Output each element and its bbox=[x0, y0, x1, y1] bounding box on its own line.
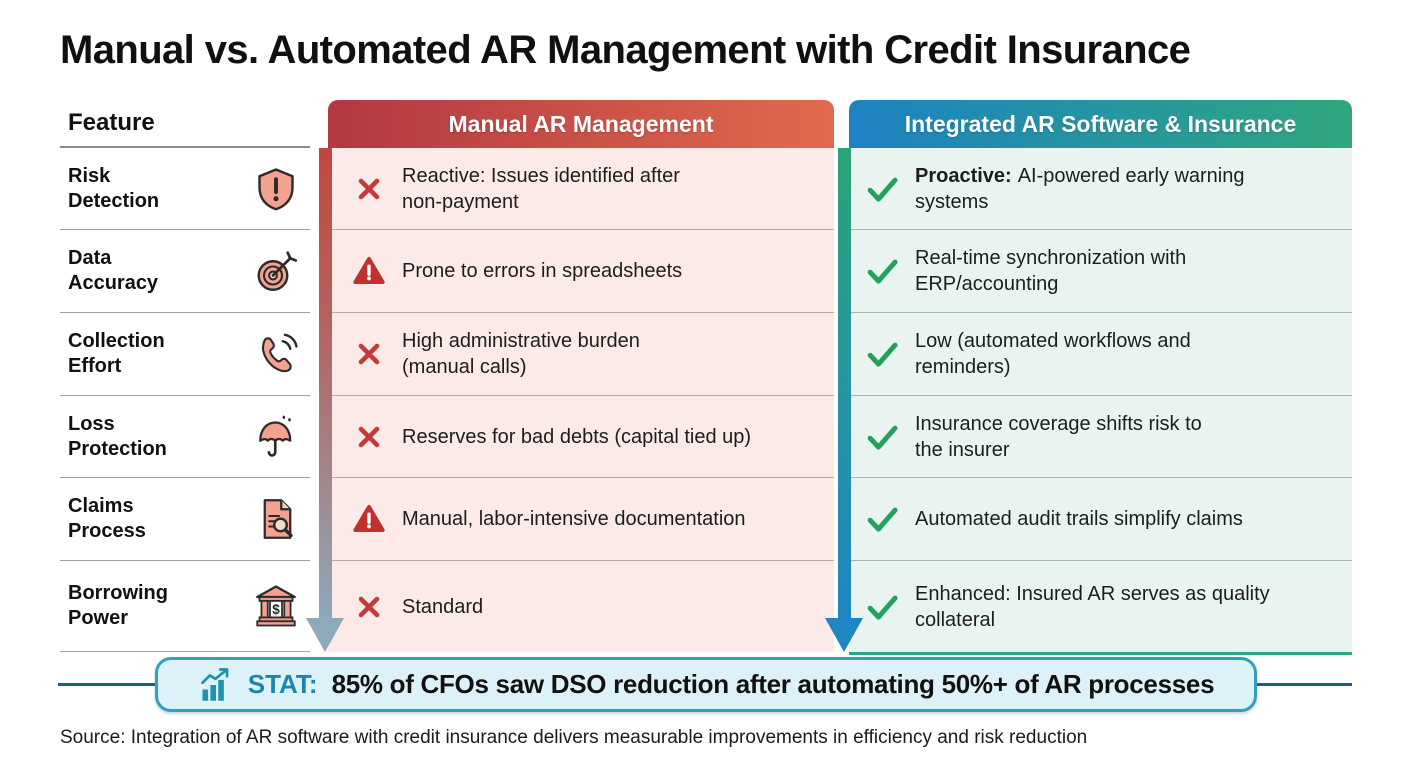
table-row: Prone to errors in spreadsheets bbox=[328, 230, 834, 313]
check-icon bbox=[863, 500, 901, 538]
integrated-column-header: Integrated AR Software & Insurance bbox=[849, 100, 1352, 148]
growth-chart-icon bbox=[200, 667, 229, 701]
check-icon bbox=[863, 418, 901, 456]
warning-icon bbox=[350, 252, 388, 290]
shield-alert-icon bbox=[258, 167, 294, 210]
table-row: High administrative burden(manual calls) bbox=[328, 313, 834, 396]
stat-label: STAT: bbox=[247, 669, 318, 699]
source-note: Source: Integration of AR software with … bbox=[60, 727, 1088, 748]
manual-cell-text: Manual, labor-intensive documentation bbox=[402, 508, 746, 530]
target-dart-icon bbox=[257, 251, 298, 291]
check-icon bbox=[863, 335, 901, 373]
manual-flow-arrow bbox=[319, 148, 332, 620]
integrated-flow-arrowhead-icon bbox=[825, 618, 863, 652]
check-icon bbox=[863, 170, 901, 208]
manual-column-header: Manual AR Management bbox=[328, 100, 834, 148]
document-search-icon bbox=[263, 499, 293, 539]
stat-banner: STAT: 85% of CFOs saw DSO reduction afte… bbox=[155, 657, 1257, 712]
cross-icon bbox=[350, 588, 388, 626]
cross-icon bbox=[350, 335, 388, 373]
feature-column-header: Feature bbox=[60, 100, 310, 148]
page-title: Manual vs. Automated AR Management with … bbox=[60, 28, 1191, 73]
bank-dollar-icon: $ bbox=[256, 585, 296, 627]
page-title-emphasis: Credit Insurance bbox=[884, 28, 1191, 72]
manual-cell-text: Standard bbox=[402, 595, 484, 618]
umbrella-rain-icon bbox=[259, 414, 292, 457]
page-title-main: Manual vs. Automated AR Management with bbox=[60, 28, 885, 72]
manual-cell-text: High administrative burden(manual calls) bbox=[402, 330, 640, 378]
warning-icon bbox=[350, 500, 388, 538]
table-row: Standard bbox=[328, 561, 834, 652]
cross-icon bbox=[350, 418, 388, 456]
table-row: Manual, labor-intensive documentation bbox=[328, 478, 834, 561]
stat-connector-line bbox=[1257, 683, 1352, 686]
check-icon bbox=[863, 588, 901, 626]
manual-flow-arrowhead-icon bbox=[306, 618, 344, 652]
stat-text: 85% of CFOs saw DSO reduction after auto… bbox=[331, 669, 1215, 699]
svg-text:$: $ bbox=[272, 602, 280, 617]
manual-cell-text: Reserves for bad debts (capital tied up) bbox=[402, 425, 752, 448]
bold-prefix: Proactive: bbox=[915, 164, 1012, 187]
table-row: Reserves for bad debts (capital tied up) bbox=[328, 396, 834, 478]
cross-icon bbox=[350, 170, 388, 208]
table-row: Automated audit trails simplify claims bbox=[849, 478, 1352, 561]
stat-connector-line bbox=[58, 683, 155, 686]
integrated-cell-text: Automated audit trails simplify claims bbox=[915, 508, 1243, 530]
manual-cell-text: Prone to errors in spreadsheets bbox=[402, 260, 683, 282]
phone-waves-icon bbox=[261, 333, 298, 373]
check-icon bbox=[863, 252, 901, 290]
integrated-flow-arrow bbox=[838, 148, 851, 620]
